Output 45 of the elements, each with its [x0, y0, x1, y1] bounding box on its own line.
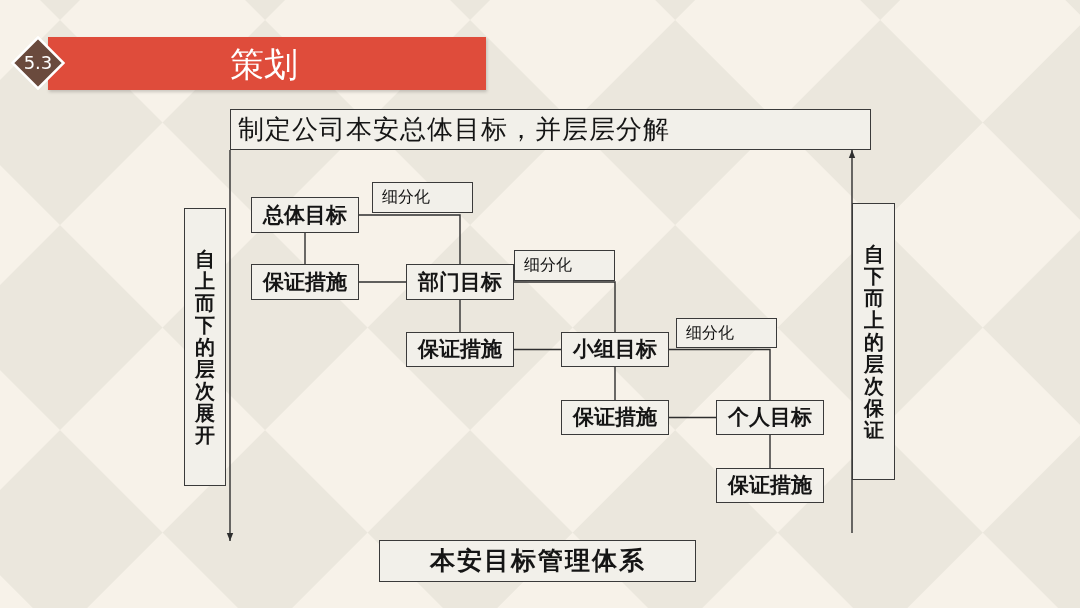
system-name-box [379, 540, 696, 582]
note-text: 细分化 [382, 188, 430, 207]
heading-text: 制定公司本安总体目标，并层层分解 [238, 114, 670, 145]
vertical-label-box [852, 203, 895, 480]
note-text: 细分化 [524, 256, 572, 275]
measure-box [251, 264, 359, 300]
arrow [848, 149, 856, 534]
vertical-label-text: 自上而下的层次展开 [195, 248, 215, 446]
goal-box [561, 332, 669, 367]
measure-box [406, 332, 514, 367]
note-box [372, 182, 473, 213]
goal-box [406, 264, 514, 300]
goal-text: 部门目标 [418, 269, 502, 295]
goal-text: 总体目标 [263, 202, 347, 228]
connector-line [614, 366, 616, 401]
connector-line [513, 281, 616, 333]
system-name-text: 本安目标管理体系 [429, 546, 646, 576]
connector-line [358, 214, 461, 265]
note-text: 细分化 [686, 323, 734, 343]
measure-text: 保证措施 [263, 269, 347, 295]
note-box [676, 318, 777, 348]
note-box [514, 250, 615, 281]
section-badge [11, 36, 65, 90]
connector-line [668, 348, 771, 401]
arrow [226, 149, 234, 542]
measure-box [561, 400, 669, 435]
goal-box [251, 197, 359, 233]
measure-box [716, 468, 824, 503]
section-number: 5.3 [23, 52, 53, 74]
connector-line [358, 281, 407, 283]
connector-line [769, 434, 771, 469]
connector-line [513, 348, 562, 351]
heading-box [230, 109, 871, 150]
goal-text: 小组目标 [573, 337, 657, 362]
measure-text: 保证措施 [573, 405, 657, 430]
connector-line [304, 232, 306, 265]
connector-line [668, 416, 717, 419]
title-text: 策划 [230, 46, 298, 81]
measure-text: 保证措施 [728, 473, 812, 498]
goal-box [716, 400, 824, 435]
goal-text: 个人目标 [728, 405, 812, 430]
measure-text: 保证措施 [418, 337, 502, 362]
vertical-label-box [184, 208, 226, 486]
vertical-label-text: 自下而上的层次保证 [863, 242, 884, 441]
connector-line [459, 299, 461, 333]
